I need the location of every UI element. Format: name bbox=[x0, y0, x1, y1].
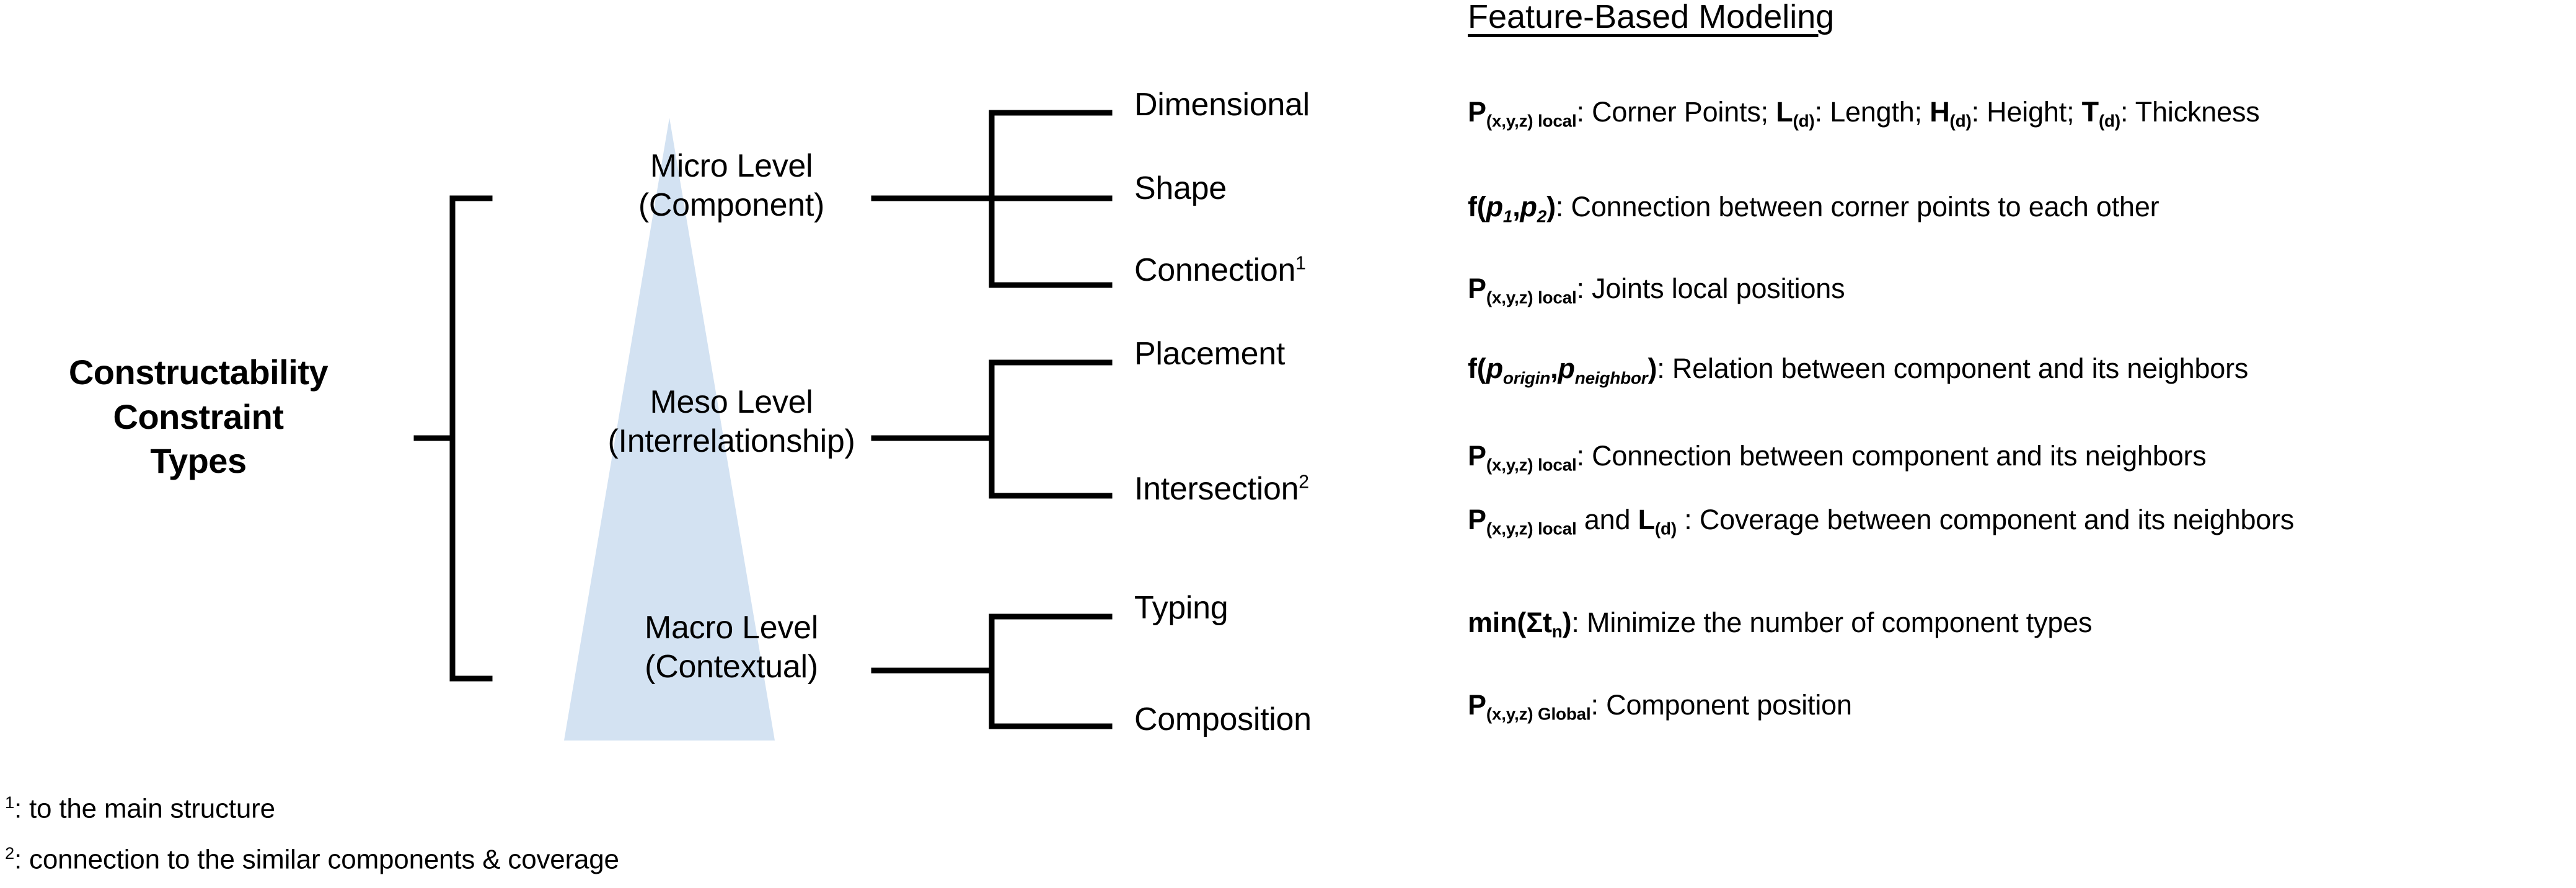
formula-length-text: Length bbox=[1830, 96, 1915, 128]
level-label-micro: Micro Level (Component) bbox=[539, 147, 924, 226]
branch-composition-text: Composition bbox=[1134, 701, 1312, 737]
branch-label-intersection: Intersection2 bbox=[1134, 473, 1309, 505]
level-micro-sub: (Component) bbox=[638, 187, 825, 224]
footnote-2-text: : connection to the similar components &… bbox=[14, 844, 619, 875]
formula-row-relation-neighbors: f(porigin,pneighbor): Relation between c… bbox=[1468, 353, 2249, 388]
footnote-2: 2: connection to the similar components … bbox=[5, 845, 619, 874]
branch-dimensional-text: Dimensional bbox=[1134, 87, 1310, 123]
pyramid-triangle-shape bbox=[564, 118, 775, 741]
footnote-1: 1: to the main structure bbox=[5, 794, 275, 823]
formula-row-joints-local: P(x,y,z) local: Joints local positions bbox=[1468, 273, 1845, 307]
branch-placement-text: Placement bbox=[1134, 336, 1285, 372]
branch-label-placement: Placement bbox=[1134, 338, 1285, 370]
formula-row-corner-points: P(x,y,z) local: Corner Points; L(d): Len… bbox=[1468, 96, 2260, 131]
root-label-line1: Constructability bbox=[68, 353, 329, 392]
formula-row-minimize-types: min(Σtn): Minimize the number of compone… bbox=[1468, 607, 2093, 641]
branch-intersection-text: Intersection bbox=[1134, 471, 1299, 507]
branch-connection-footnote-marker: 1 bbox=[1295, 253, 1306, 274]
level-meso-sub: (Interrelationship) bbox=[607, 423, 855, 460]
root-label-line3: Types bbox=[150, 441, 247, 481]
level-label-meso: Meso Level (Interrelationship) bbox=[539, 383, 924, 462]
formula-coverage-text: Coverage between component and its neigh… bbox=[1699, 504, 2295, 535]
formula-height-text: Height bbox=[1987, 96, 2067, 128]
formula-corner-points-text: Corner Points bbox=[1592, 96, 1761, 128]
formula-minimize-text: Minimize the number of component types bbox=[1587, 607, 2093, 638]
level-micro-name: Micro Level bbox=[650, 148, 813, 184]
formula-joints-local-text: Joints local positions bbox=[1592, 273, 1845, 304]
level-meso-name: Meso Level bbox=[650, 384, 813, 420]
footnote-1-marker: 1 bbox=[5, 793, 14, 812]
root-label: Constructability Constraint Types bbox=[6, 350, 390, 483]
branch-label-dimensional: Dimensional bbox=[1134, 89, 1310, 121]
formula-row-coverage-neighbors: P(x,y,z) local and L(d) : Coverage betwe… bbox=[1468, 504, 2295, 539]
branch-label-shape: Shape bbox=[1134, 172, 1227, 204]
level-label-macro: Macro Level (Contextual) bbox=[539, 609, 924, 687]
branch-shape-text: Shape bbox=[1134, 170, 1227, 206]
formula-row-connection-neighbors: P(x,y,z) local: Connection between compo… bbox=[1468, 440, 2207, 475]
formula-relation-text: Relation between component and its neigh… bbox=[1672, 353, 2249, 384]
level-macro-name: Macro Level bbox=[645, 610, 818, 646]
formula-conn-neighbors-text: Connection between component and its nei… bbox=[1592, 440, 2207, 472]
branch-intersection-footnote-marker: 2 bbox=[1299, 472, 1309, 493]
branch-connection-text: Connection bbox=[1134, 252, 1296, 288]
root-label-line2: Constraint bbox=[113, 397, 285, 436]
level-macro-sub: (Contextual) bbox=[645, 649, 818, 685]
branch-label-typing: Typing bbox=[1134, 592, 1228, 624]
branch-typing-text: Typing bbox=[1134, 590, 1228, 626]
formula-thickness-text: Thickness bbox=[2135, 96, 2260, 128]
formula-row-component-position: P(x,y,z) Global: Component position bbox=[1468, 689, 1852, 724]
formula-row-connection-corner-points: f(p1,p2): Connection between corner poin… bbox=[1468, 191, 2159, 226]
formula-conn-corner-text: Connection between corner points to each… bbox=[1571, 191, 2159, 222]
footnote-2-marker: 2 bbox=[5, 843, 14, 863]
footnote-1-text: : to the main structure bbox=[14, 793, 275, 824]
branch-label-connection: Connection1 bbox=[1134, 254, 1306, 286]
branch-label-composition: Composition bbox=[1134, 703, 1312, 736]
formula-position-text: Component position bbox=[1606, 689, 1852, 721]
feature-based-modeling-title: Feature-Based Modeling bbox=[1468, 0, 1835, 35]
